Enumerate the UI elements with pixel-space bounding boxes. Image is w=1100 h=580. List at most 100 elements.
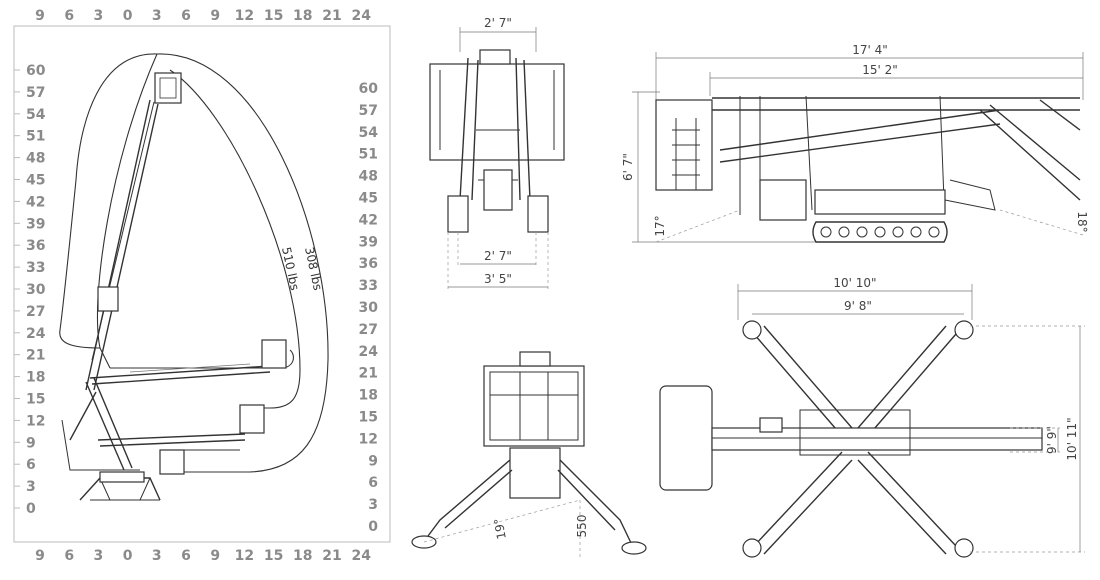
y-tick-left: 0 [26, 501, 36, 517]
y-tick-right: 51 [359, 147, 378, 163]
y-tick-left: 36 [26, 238, 45, 254]
rear-base [509, 447, 561, 499]
y-tick-left: 24 [26, 326, 46, 342]
side-height-label: 6' 7" [621, 153, 635, 181]
x-tick-bottom: 9 [210, 548, 220, 564]
x-tick-bottom: 24 [351, 548, 371, 564]
capacity-outer-label: 308 lbs [302, 246, 325, 292]
track-wheel [892, 226, 904, 238]
front-track-right [527, 195, 549, 233]
y-tick-right: 54 [359, 125, 379, 141]
range-frame [13, 25, 391, 543]
x-axis-bottom: 9 6 3 0 3 6 9 12 15 18 21 24 [35, 548, 371, 564]
top-pad-upper-left [742, 320, 762, 340]
x-tick-bottom: 18 [293, 548, 312, 564]
track-wheel [856, 226, 868, 238]
basket-low [239, 404, 265, 434]
track-wheel [910, 226, 922, 238]
y-tick-right: 48 [359, 169, 378, 185]
y-tick-left: 12 [26, 413, 45, 429]
y-tick-right: 39 [359, 234, 378, 250]
x-tick-bottom: 15 [264, 548, 283, 564]
y-tick-right: 0 [368, 519, 378, 535]
y-tick-left: 15 [26, 392, 45, 408]
y-tick-left: 39 [26, 216, 45, 232]
x-tick-bottom: 3 [152, 548, 162, 564]
x-tick-bottom: 6 [64, 548, 74, 564]
side-angle-left-label: 17° [653, 215, 667, 236]
y-tick-right: 18 [359, 388, 378, 404]
y-tick-left: 42 [26, 194, 45, 210]
track-wheel [874, 226, 886, 238]
front-track-left [447, 195, 469, 233]
track-wheel [820, 226, 832, 238]
y-tick-left: 18 [26, 370, 45, 386]
top-inner-width-label: 9' 8" [844, 299, 872, 313]
y-tick-right: 27 [359, 322, 378, 338]
y-tick-left: 30 [26, 282, 46, 298]
front-track-width-label: 2' 7" [484, 249, 512, 263]
top-boom [711, 427, 1043, 451]
side-inner-length-label: 15' 2" [862, 63, 898, 77]
y-tick-right: 30 [359, 300, 379, 316]
y-tick-left: 45 [26, 173, 45, 189]
x-tick-bottom: 21 [322, 548, 341, 564]
top-track-width-label: 9' 9" [1045, 426, 1059, 454]
front-view-drawing: 2' 7" 2' 7" 3' 5" [429, 16, 565, 290]
track-wheel [928, 226, 940, 238]
y-tick-left: 54 [26, 107, 46, 123]
rear-height-label: 550 [575, 515, 589, 538]
x-tick-top: 21 [322, 8, 341, 24]
y-tick-left: 51 [26, 129, 45, 145]
y-tick-right: 36 [359, 256, 378, 272]
boom-joint-mid [97, 286, 119, 312]
x-tick-top: 12 [235, 8, 254, 24]
side-angle-right-label: 18° [1075, 211, 1089, 232]
basket-stowed [159, 449, 185, 475]
side-engine [759, 179, 807, 221]
x-tick-bottom: 3 [94, 548, 104, 564]
top-view-drawing: 10' 10" 9' 8" 9' 9" 10' 11" [659, 276, 1085, 558]
basket-top [154, 72, 182, 104]
y-tick-right: 21 [359, 366, 378, 382]
side-overall-length-label: 17' 4" [852, 43, 888, 57]
y-tick-left: 33 [26, 260, 45, 276]
x-tick-bottom: 12 [235, 548, 254, 564]
y-tick-right: 3 [368, 497, 378, 513]
side-track [812, 221, 948, 243]
x-tick-top: 9 [35, 8, 45, 24]
x-tick-bottom: 0 [123, 548, 133, 564]
rear-basket [483, 365, 585, 447]
y-tick-right: 42 [359, 212, 378, 228]
y-tick-left: 3 [26, 479, 36, 495]
top-pad-upper-right [954, 320, 974, 340]
boom-horizontal-lower [97, 404, 265, 475]
y-tick-right: 33 [359, 278, 378, 294]
x-tick-top: 3 [94, 8, 104, 24]
top-pad-lower-right [954, 538, 974, 558]
x-tick-top: 6 [181, 8, 191, 24]
x-tick-top: 18 [293, 8, 312, 24]
x-tick-top: 15 [264, 8, 283, 24]
y-tick-right: 57 [359, 103, 378, 119]
capacity-inner-label: 510 lbs [279, 246, 302, 292]
side-view-drawing: 17' 4" 15' 2" 6' 7" 17° 18° [621, 43, 1089, 243]
front-basket-body [429, 63, 565, 161]
y-tick-right: 12 [359, 431, 378, 447]
y-tick-left: 57 [26, 85, 45, 101]
y-tick-left: 48 [26, 151, 45, 167]
x-tick-bottom: 6 [181, 548, 191, 564]
basket-mid [261, 339, 287, 369]
rear-view-drawing: 19° 550 [411, 351, 647, 560]
x-tick-top: 9 [210, 8, 220, 24]
x-tick-bottom: 9 [35, 548, 45, 564]
side-track-wheels [820, 226, 940, 238]
y-tick-left: 6 [26, 457, 36, 473]
top-basket [659, 385, 713, 491]
